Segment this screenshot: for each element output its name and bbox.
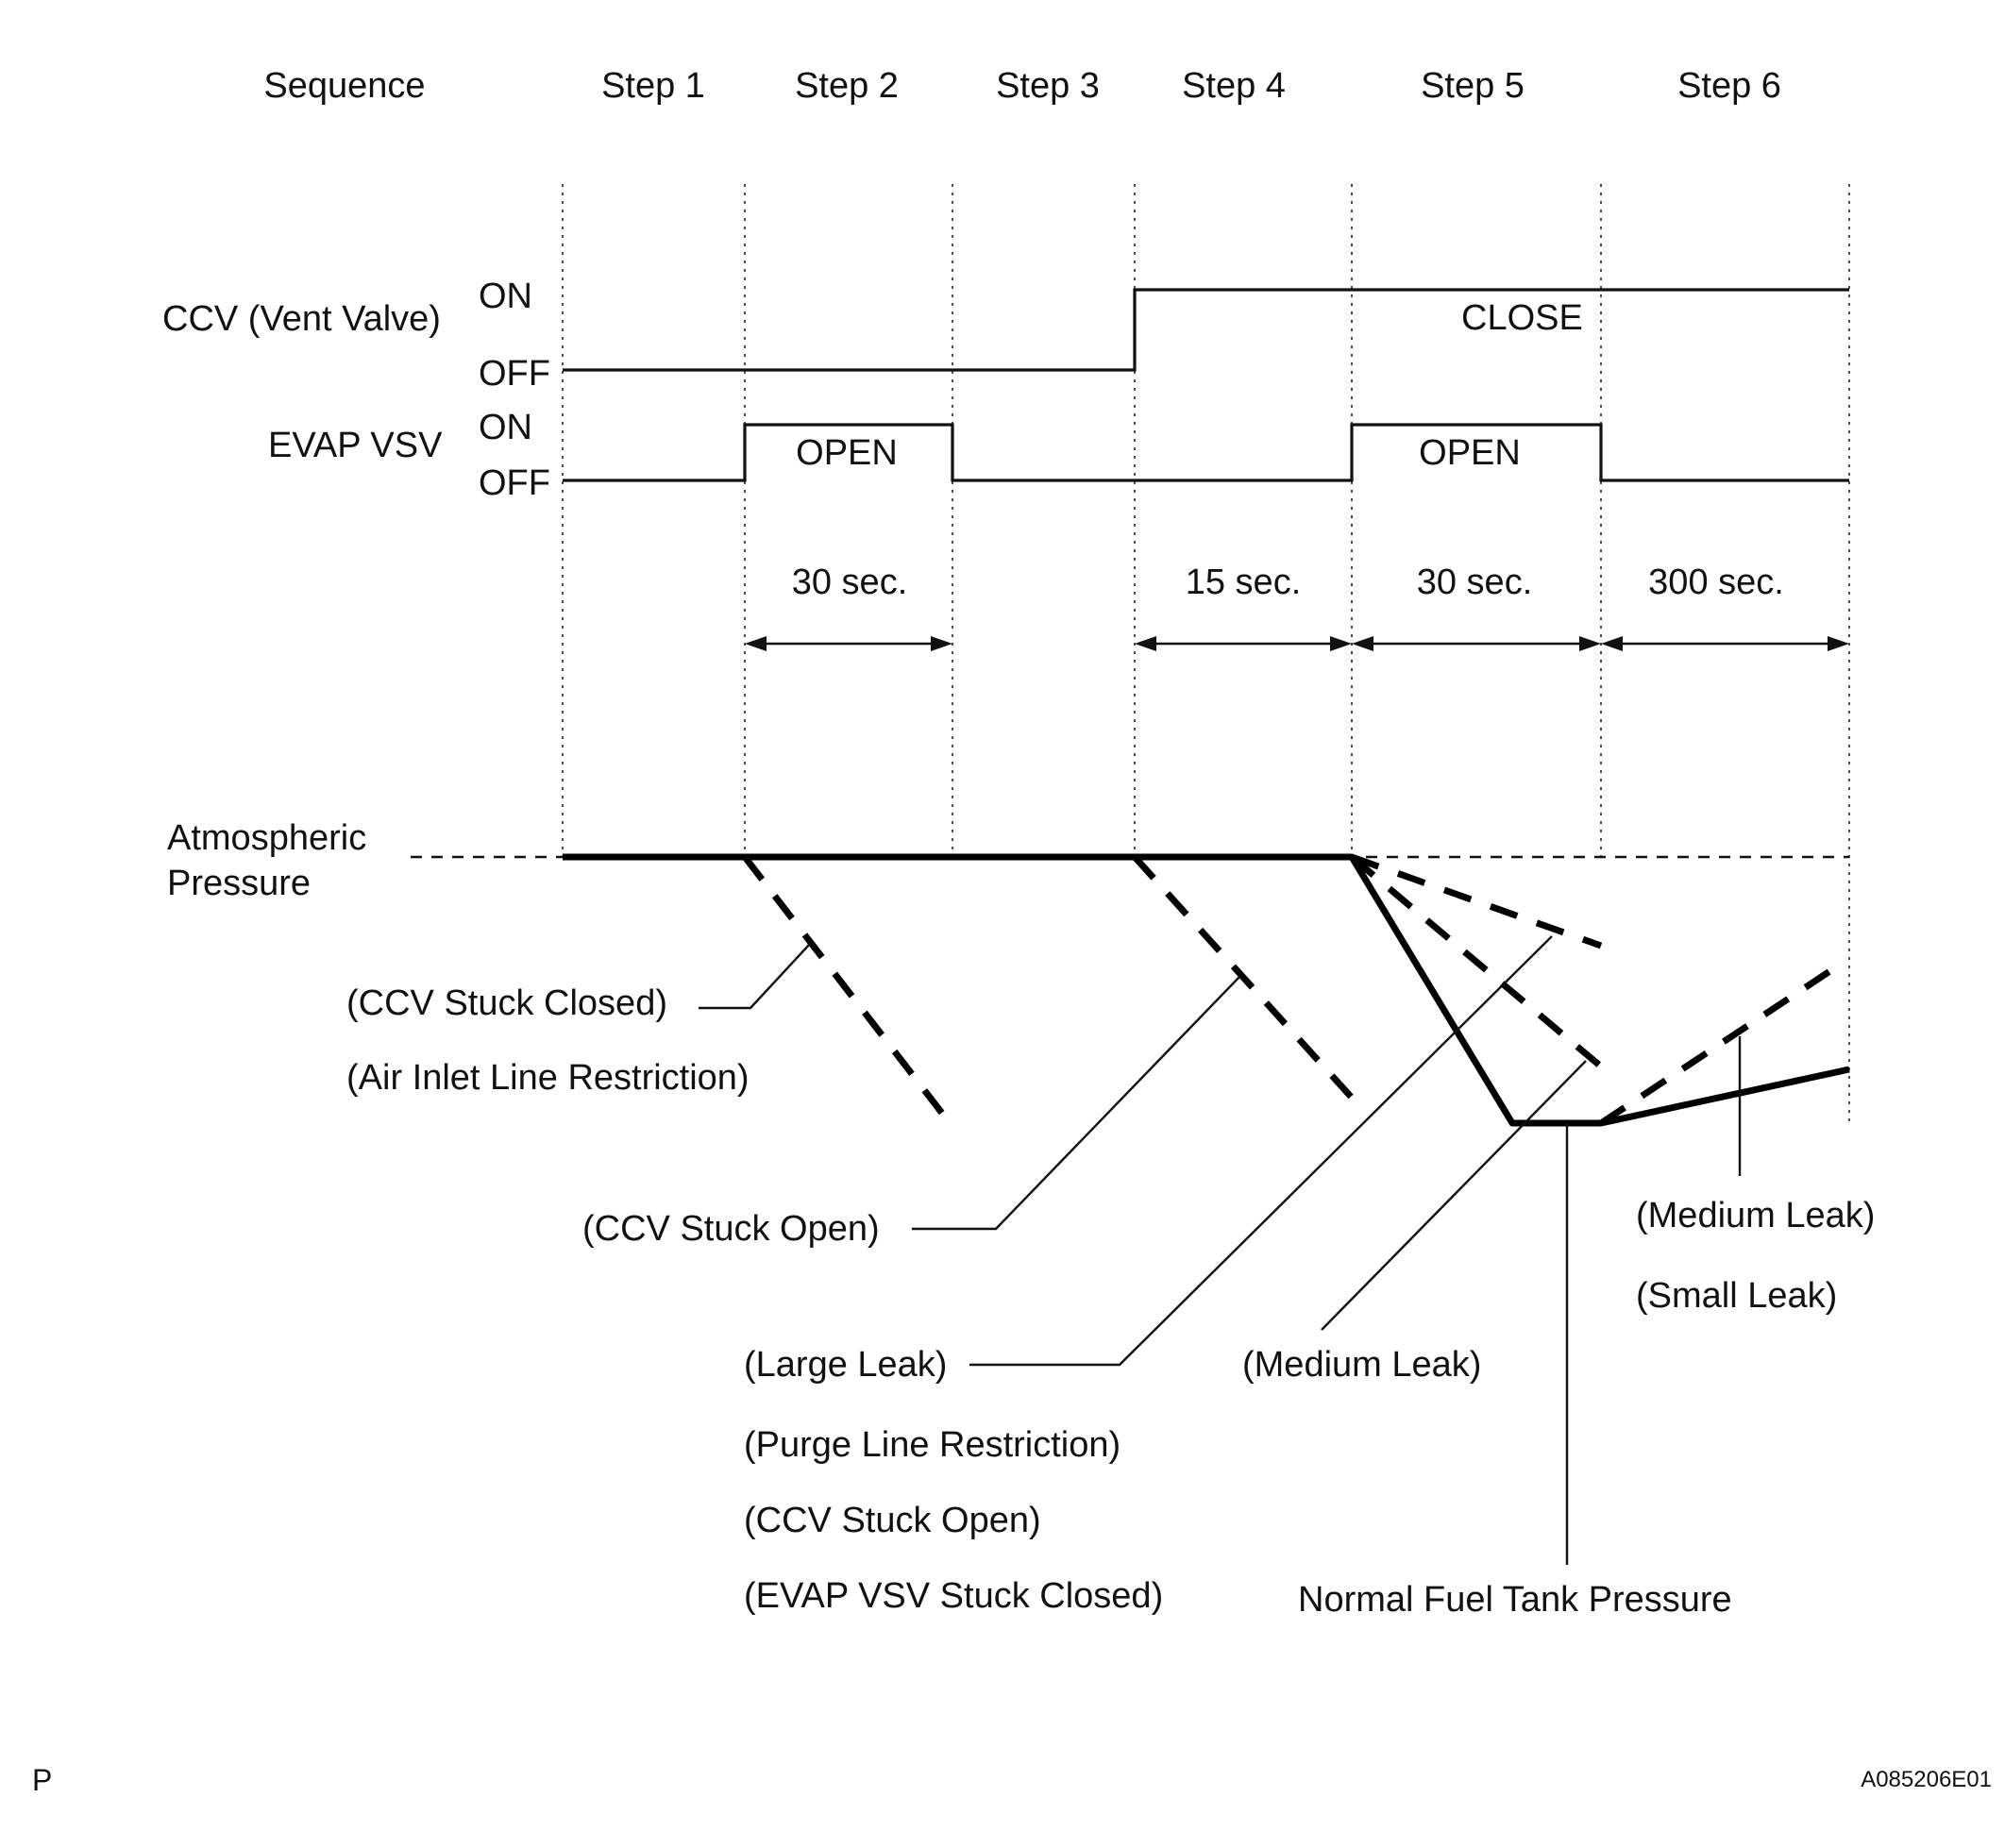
- ccv-label: CCV (Vent Valve): [162, 299, 441, 339]
- step-1-label: Step 1: [601, 66, 705, 106]
- step-3-label: Step 3: [996, 66, 1100, 106]
- annotation-evap-vsv-stuck-closed: (EVAP VSV Stuck Closed): [744, 1576, 1163, 1616]
- large-leak-trace: [1350, 853, 1603, 949]
- leader-large-leak: [969, 935, 1553, 1367]
- arrow-head: [745, 636, 767, 651]
- atmospheric-pressure-label-line2: Pressure: [167, 864, 311, 903]
- annotation-medium-leak-step5: (Medium Leak): [1242, 1345, 1481, 1385]
- ccv-on-label: ON: [479, 277, 532, 316]
- annotation-normal-fuel-tank-pressure: Normal Fuel Tank Pressure: [1298, 1580, 1732, 1620]
- leader-medium-leak-step5: [1321, 1060, 1587, 1331]
- arrow-head: [1579, 636, 1601, 651]
- annotation-medium-leak-step6: (Medium Leak): [1636, 1196, 1875, 1235]
- evap-off-label: OFF: [479, 463, 550, 503]
- annotation-ccv-stuck-open-2: (CCV Stuck Open): [744, 1501, 1041, 1540]
- arrow-head: [1330, 636, 1352, 651]
- arrow-head: [1352, 636, 1373, 651]
- footer-left-code: P: [32, 1763, 52, 1797]
- sequence-header: Sequence: [263, 66, 425, 106]
- arrow-head: [1601, 636, 1623, 651]
- step-boundaries: [562, 184, 1850, 1123]
- normal-pressure-trace: [563, 853, 1850, 1127]
- duration-step5: 30 sec.: [1417, 563, 1533, 602]
- ccv-stuck-closed-trace: [742, 854, 947, 1118]
- evap-on-label: ON: [479, 408, 532, 447]
- arrow-head: [1828, 636, 1849, 651]
- evap-open-label-step2: OPEN: [796, 433, 898, 473]
- figure-id: A085206E01: [1861, 1767, 1992, 1792]
- ccv-signal-trace: [563, 288, 1849, 372]
- atmospheric-pressure-label-line1: Atmospheric: [167, 818, 366, 858]
- step-2-label: Step 2: [795, 66, 899, 106]
- duration-dimensions: 30 sec. 15 sec. 30 sec. 300 sec.: [745, 563, 1849, 651]
- step-6-label: Step 6: [1677, 66, 1781, 106]
- duration-step6: 300 sec.: [1648, 563, 1784, 602]
- annotation-small-leak: (Small Leak): [1636, 1276, 1837, 1316]
- duration-step4: 15 sec.: [1186, 563, 1302, 602]
- evap-vsv-label: EVAP VSV: [268, 426, 443, 465]
- leader-ccv-stuck-closed: [699, 943, 811, 1010]
- ccv-close-label: CLOSE: [1461, 298, 1583, 338]
- evap-signal-trace: [563, 423, 1849, 482]
- annotation-purge-line-restriction: (Purge Line Restriction): [744, 1425, 1120, 1465]
- arrow-head: [931, 636, 952, 651]
- ccv-off-label: OFF: [479, 354, 550, 394]
- step-5-label: Step 5: [1421, 66, 1525, 106]
- ccv-stuck-open-trace: [1132, 854, 1355, 1100]
- annotation-large-leak: (Large Leak): [744, 1345, 947, 1385]
- medium-leak-trace-step5: [1349, 854, 1604, 1069]
- annotation-air-inlet-restriction: (Air Inlet Line Restriction): [346, 1058, 750, 1098]
- duration-step2: 30 sec.: [792, 563, 908, 602]
- annotation-ccv-stuck-open: (CCV Stuck Open): [582, 1209, 880, 1249]
- annotation-ccv-stuck-closed: (CCV Stuck Closed): [346, 983, 667, 1023]
- leader-ccv-stuck-open: [912, 975, 1241, 1231]
- step-4-label: Step 4: [1182, 66, 1286, 106]
- arrow-head: [1135, 636, 1156, 651]
- evap-open-label-step5: OPEN: [1419, 433, 1521, 473]
